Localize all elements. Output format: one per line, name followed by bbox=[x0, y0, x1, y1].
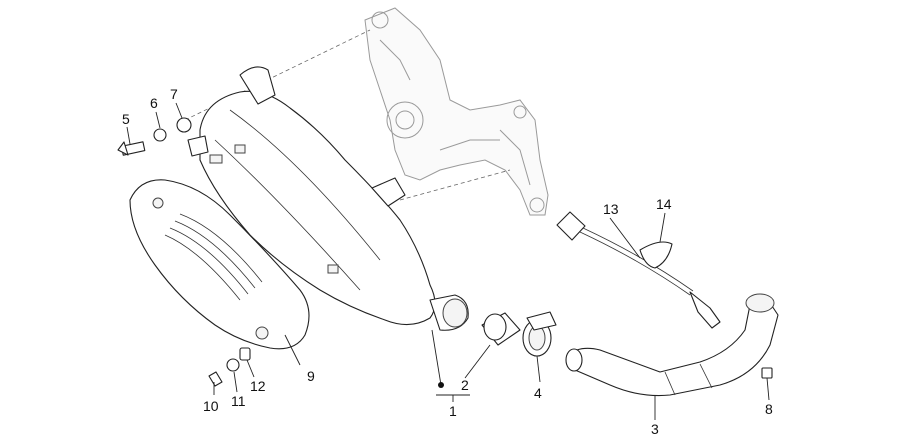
callout-5: 5 bbox=[122, 111, 130, 127]
callout-12: 12 bbox=[250, 378, 266, 394]
callout-9: 9 bbox=[307, 368, 315, 384]
exhaust-manifold-pipe bbox=[565, 293, 779, 397]
gasket-sleeve bbox=[481, 312, 521, 346]
leader-lines bbox=[126, 102, 770, 420]
bolt bbox=[117, 141, 146, 156]
small-washer bbox=[226, 358, 240, 372]
alignment-line bbox=[184, 29, 371, 121]
lambda-sensor bbox=[556, 211, 721, 329]
screw bbox=[208, 371, 223, 387]
alignment-line bbox=[399, 169, 511, 201]
callout-7: 7 bbox=[170, 86, 178, 102]
engine-bracket-ghost bbox=[364, 7, 549, 216]
callout-10: 10 bbox=[203, 398, 219, 414]
exhaust-clamp bbox=[522, 311, 557, 357]
washer bbox=[176, 117, 192, 133]
nut bbox=[761, 367, 773, 379]
callout-6: 6 bbox=[150, 95, 158, 111]
lock-washer bbox=[153, 128, 167, 142]
callout-4: 4 bbox=[534, 385, 542, 401]
callout-14: 14 bbox=[656, 196, 672, 212]
callout-8: 8 bbox=[765, 401, 773, 417]
callout-1: 1 bbox=[449, 403, 457, 419]
callout-2: 2 bbox=[461, 377, 469, 393]
reference-dot bbox=[438, 382, 444, 388]
callout-13: 13 bbox=[603, 201, 619, 217]
muffler-body bbox=[187, 66, 469, 331]
callout-3: 3 bbox=[651, 421, 659, 435]
heat-shield bbox=[129, 179, 310, 350]
grommet bbox=[239, 347, 251, 361]
callout-11: 11 bbox=[231, 393, 246, 409]
cable-clip bbox=[639, 241, 673, 269]
